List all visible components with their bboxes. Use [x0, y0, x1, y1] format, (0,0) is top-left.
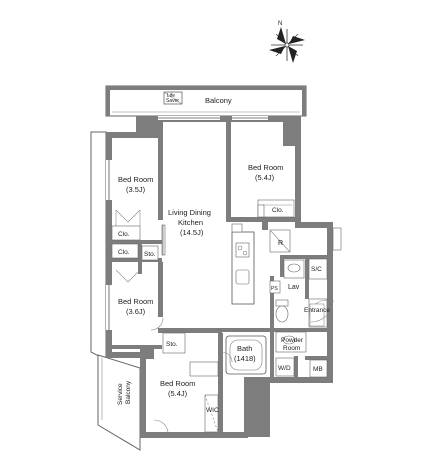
balcony-top — [105, 85, 307, 117]
refrigerator-label: R — [278, 240, 283, 247]
clo-top-label: Clo. — [272, 207, 284, 214]
mb-label: MB — [313, 366, 323, 373]
compass: N — [269, 21, 305, 63]
interior-walls — [112, 122, 327, 433]
bedroom-a-size: (3.5J) — [126, 185, 146, 194]
bedroom-c-size: (3.6J) — [126, 307, 146, 316]
ldk-line2: Kitchen — [178, 218, 203, 227]
compass-rose-icon — [269, 27, 305, 63]
compass-north-label: N — [278, 21, 282, 27]
bath-name: Bath — [237, 344, 252, 353]
bath-size: (1418) — [234, 354, 256, 363]
bedroom-b-size: (5.4J) — [255, 173, 275, 182]
sc-label: S/C — [311, 266, 322, 273]
service-balcony-label-1: Service — [117, 383, 124, 405]
ldk-line1: Living Dining — [168, 208, 211, 217]
service-balcony-label-2: Balcony — [125, 380, 132, 404]
powder-room-label-1: Powder — [281, 337, 304, 344]
clo-left-2-label: Clo. — [118, 249, 130, 256]
wd-label: W/D — [278, 365, 291, 372]
clo-left-1-label: Clo. — [118, 231, 130, 238]
lav-label: Lav — [288, 284, 300, 291]
exterior-walls — [106, 116, 333, 438]
sto-left-label: Sto. — [144, 251, 156, 258]
bedroom-c-name: Bed Room — [118, 297, 153, 306]
balcony-label: Balcony — [205, 96, 232, 105]
lifesaver-label-2: Saver — [166, 98, 179, 104]
bedroom-b-name: Bed Room — [248, 163, 283, 172]
sto-lower-label: Sto. — [166, 341, 178, 348]
entrance-label: Entrance — [304, 307, 330, 314]
bedroom-d-size: (5.4J) — [168, 389, 188, 398]
bedroom-a-name: Bed Room — [118, 175, 153, 184]
ps-label: PS — [271, 286, 278, 292]
bedroom-d-name: Bed Room — [160, 379, 195, 388]
ldk-size: (14.5J) — [180, 228, 204, 237]
powder-room-label-2: Room — [283, 345, 300, 352]
fixtures — [111, 199, 342, 433]
lifesaver-label-1: Life — [167, 93, 175, 99]
service-balcony-left — [90, 131, 141, 451]
wic-label: WIC — [206, 407, 219, 414]
